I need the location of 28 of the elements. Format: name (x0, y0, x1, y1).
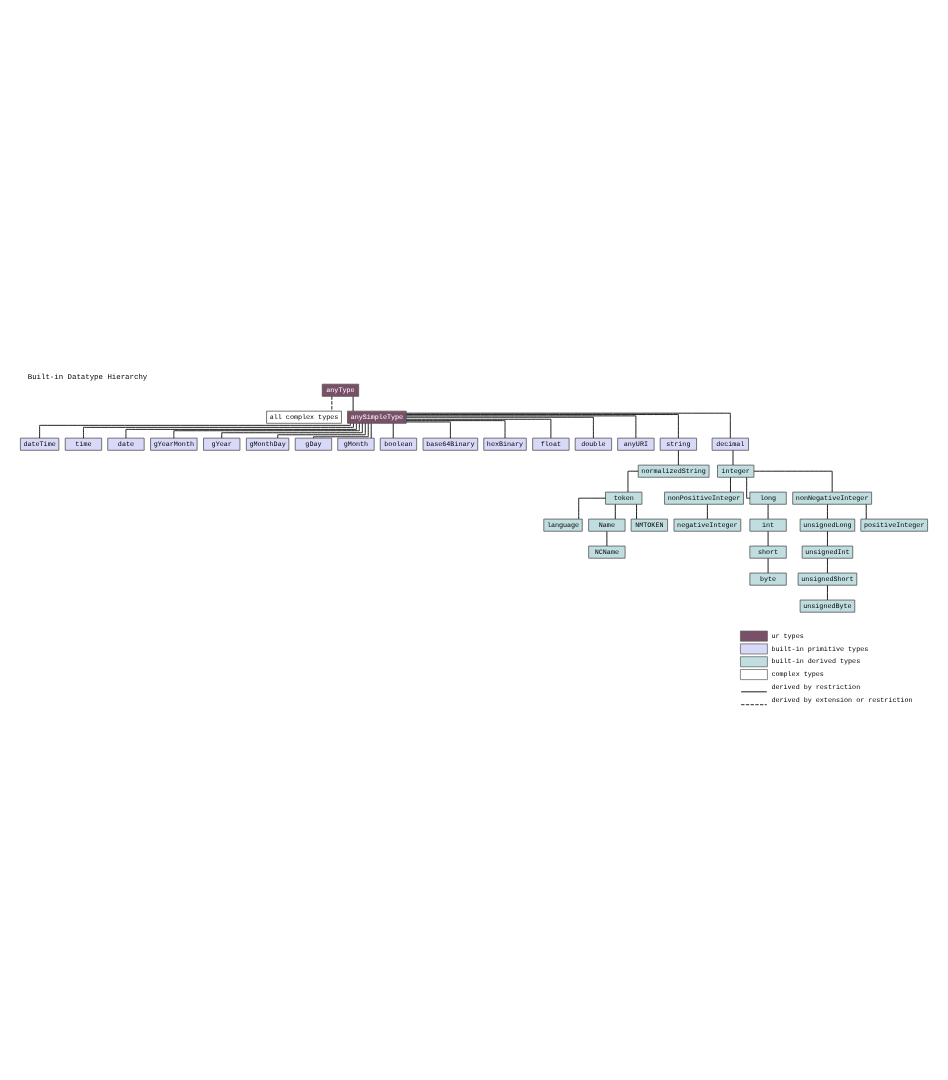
connector (827, 557, 828, 574)
connector (827, 530, 828, 547)
connector (405, 420, 506, 439)
connector (370, 423, 372, 439)
connector (627, 470, 639, 493)
connector (677, 450, 679, 466)
connector (753, 470, 833, 493)
connector (578, 497, 606, 520)
connector (865, 504, 867, 520)
connector (221, 422, 363, 439)
connector (405, 414, 679, 439)
connector (313, 423, 369, 439)
connector (277, 422, 366, 439)
connector (405, 416, 594, 439)
connector (730, 477, 731, 493)
connector (405, 418, 552, 439)
connector (827, 584, 828, 601)
connector (614, 504, 616, 520)
connector (125, 423, 357, 439)
connector (636, 504, 637, 520)
connector (392, 423, 394, 439)
connector (405, 421, 451, 439)
connector (405, 415, 637, 439)
connector (173, 422, 360, 439)
connector (746, 477, 751, 499)
connector (827, 504, 828, 520)
connector (405, 412, 731, 439)
connector (706, 504, 708, 520)
